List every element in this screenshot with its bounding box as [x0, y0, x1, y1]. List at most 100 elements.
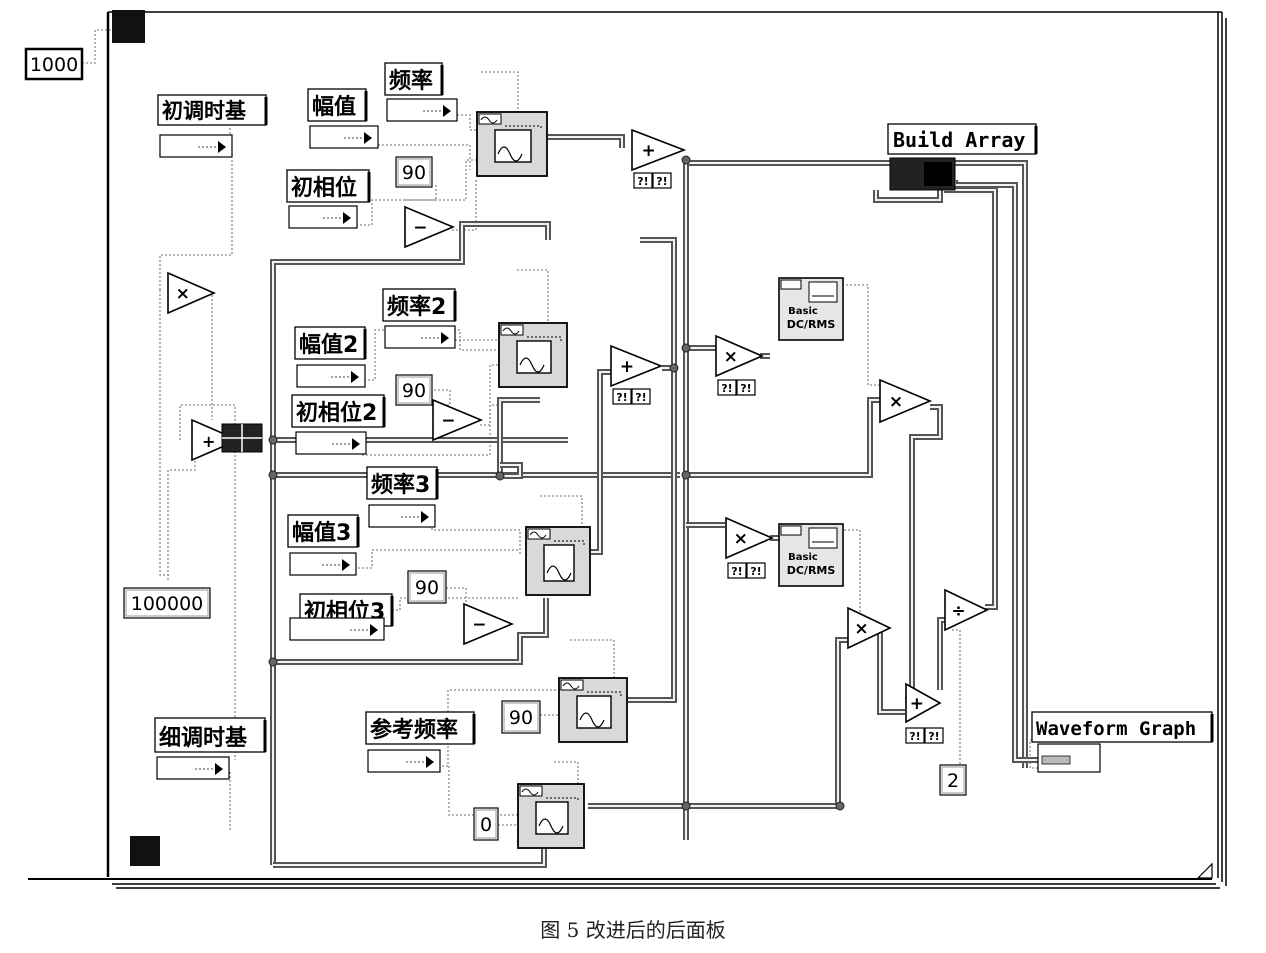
sine-waveform-vi-ref[interactable]	[558, 677, 628, 743]
phase-1-control-label-text: 初相位	[291, 175, 357, 201]
error-box	[612, 388, 632, 405]
amplitude-2-control-terminal[interactable]	[296, 364, 366, 388]
amplitude-1-control[interactable]: 幅值	[307, 88, 379, 149]
subtract-node-3[interactable]: −	[463, 602, 515, 646]
phase-2-control-label: 初相位2	[291, 394, 386, 428]
terminal-box	[367, 749, 441, 773]
wire-thin	[179, 404, 236, 760]
phase-constant-0[interactable]: 0	[473, 807, 499, 841]
divider-constant-100000[interactable]: 100000	[123, 587, 211, 619]
frequency-1-control-terminal[interactable]	[386, 98, 458, 122]
frequency-3-control-label-text: 频率3	[371, 472, 430, 498]
coarse-timebase-control[interactable]: 初调时基	[157, 94, 268, 158]
terminal-box	[368, 504, 436, 528]
frequency-2-control-terminal[interactable]	[384, 325, 456, 349]
wire-waveform-core	[879, 630, 905, 713]
sine-waveform-vi-2[interactable]	[498, 322, 568, 388]
timebase-adder[interactable]: +	[191, 418, 263, 462]
error-indicator: ?!	[631, 388, 651, 405]
frequency-1-control[interactable]: 频率	[384, 62, 458, 122]
wire-waveform	[273, 838, 547, 868]
phase-2-control-terminal[interactable]	[295, 431, 367, 455]
constant-2-value: 2	[947, 770, 959, 792]
wire-waveform	[877, 630, 905, 715]
add-node-3[interactable]: +?!?!	[905, 682, 944, 744]
phase-2-control-label-text: 初相位2	[296, 400, 377, 426]
sine-waveform-vi-1[interactable]	[476, 111, 548, 177]
fine-timebase-control-terminal[interactable]	[156, 756, 230, 780]
coarse-timebase-control-terminal[interactable]	[159, 134, 233, 158]
reference-frequency-control-terminal[interactable]	[367, 749, 441, 773]
error-indicator: ?!	[717, 379, 737, 396]
build-array-node[interactable]	[889, 157, 956, 191]
phase-constant-0-value: 0	[480, 814, 492, 836]
multiply-node-4[interactable]: ×	[847, 606, 892, 650]
phase-constant-90-ref-value: 90	[509, 707, 533, 729]
terminal-box	[288, 205, 358, 229]
fine-timebase-control-label: 细调时基	[154, 717, 267, 753]
output-arrow-icon	[527, 336, 562, 341]
loop-count-constant-value: 1000	[30, 54, 78, 76]
amplitude-2-control-label-text: 幅值2	[299, 332, 358, 358]
multiply-node-timebase[interactable]: ×	[167, 271, 217, 315]
phase-constant-90-1-inner	[397, 158, 431, 186]
phase-2-control[interactable]: 初相位2	[291, 394, 386, 455]
wire-thin	[540, 495, 583, 532]
fine-timebase-control[interactable]: 细调时基	[154, 717, 267, 780]
wire-waveform-core	[272, 223, 549, 865]
loop-count-constant[interactable]: 1000	[24, 47, 84, 81]
phase-1-control-terminal[interactable]	[288, 205, 358, 229]
add-node-2[interactable]: +?!?!	[610, 344, 664, 405]
phase-constant-90-ref[interactable]: 90	[501, 700, 541, 734]
sine-wave-icon	[562, 682, 580, 690]
wire-thin	[517, 269, 549, 330]
fine-timebase-control-label-box	[154, 717, 266, 753]
add-node-1[interactable]: +?!?!	[631, 128, 687, 189]
waveform-graph-icon	[1041, 755, 1071, 765]
amplitude-2-control[interactable]: 幅值2	[294, 326, 367, 388]
amplitude-3-control-terminal[interactable]	[289, 552, 357, 576]
reference-frequency-control-label-text: 参考频率	[370, 717, 458, 743]
subtract-node-3-symbol: −	[472, 615, 486, 635]
coarse-timebase-control-label: 初调时基	[157, 94, 268, 126]
phase-constant-90-3[interactable]: 90	[407, 570, 447, 604]
sine-waveform-vi-zero[interactable]	[517, 783, 585, 849]
build-array-label: Build Array	[887, 123, 1038, 155]
subtract-node-1[interactable]: −	[404, 205, 456, 249]
phase-3-control[interactable]: 初相位3	[289, 593, 394, 641]
multiply-node-2[interactable]: ×?!?!	[725, 516, 775, 579]
amplitude-1-control-terminal[interactable]	[309, 125, 379, 149]
error-indicator: ?!	[612, 388, 632, 405]
divider-constant-100000-value: 100000	[131, 593, 204, 615]
multiply-node-timebase-symbol: ×	[176, 284, 190, 304]
frequency-2-control[interactable]: 频率2	[382, 288, 457, 349]
loop-count-constant-box	[24, 47, 84, 81]
constant-2[interactable]: 2	[939, 764, 967, 796]
sine-waveform-vi-3[interactable]	[525, 526, 591, 596]
wire-thin	[844, 529, 861, 613]
subtract-node-2[interactable]: −	[432, 398, 484, 442]
phase-constant-90-1[interactable]: 90	[395, 156, 433, 188]
multiply-node-3[interactable]: ×	[879, 378, 933, 424]
phase-constant-90-2[interactable]: 90	[395, 374, 433, 406]
sine-wave-icon	[529, 531, 547, 539]
frequency-3-control[interactable]: 频率3	[366, 466, 439, 528]
multiply-node-1[interactable]: ×?!?!	[715, 334, 765, 396]
frequency-3-control-terminal[interactable]	[368, 504, 436, 528]
reference-frequency-control[interactable]: 参考频率	[365, 711, 476, 773]
phase-3-control-terminal[interactable]	[289, 617, 385, 641]
waveform-graph-label-text: Waveform Graph	[1036, 718, 1196, 740]
waveform-graph-label-box	[1031, 711, 1213, 743]
phase-1-control[interactable]: 初相位	[286, 169, 371, 229]
error-box	[924, 727, 944, 744]
waveform-graph-terminal[interactable]	[1037, 743, 1101, 773]
sine-icon	[560, 679, 584, 691]
error-text: ?!	[721, 382, 732, 395]
phase-constant-90-3-value: 90	[415, 577, 439, 599]
amplitude-3-control[interactable]: 幅值3	[287, 514, 360, 576]
wire-thin	[554, 761, 579, 790]
amplitude-3-control-label: 幅值3	[287, 514, 360, 548]
divide-node[interactable]: ÷	[944, 588, 989, 632]
